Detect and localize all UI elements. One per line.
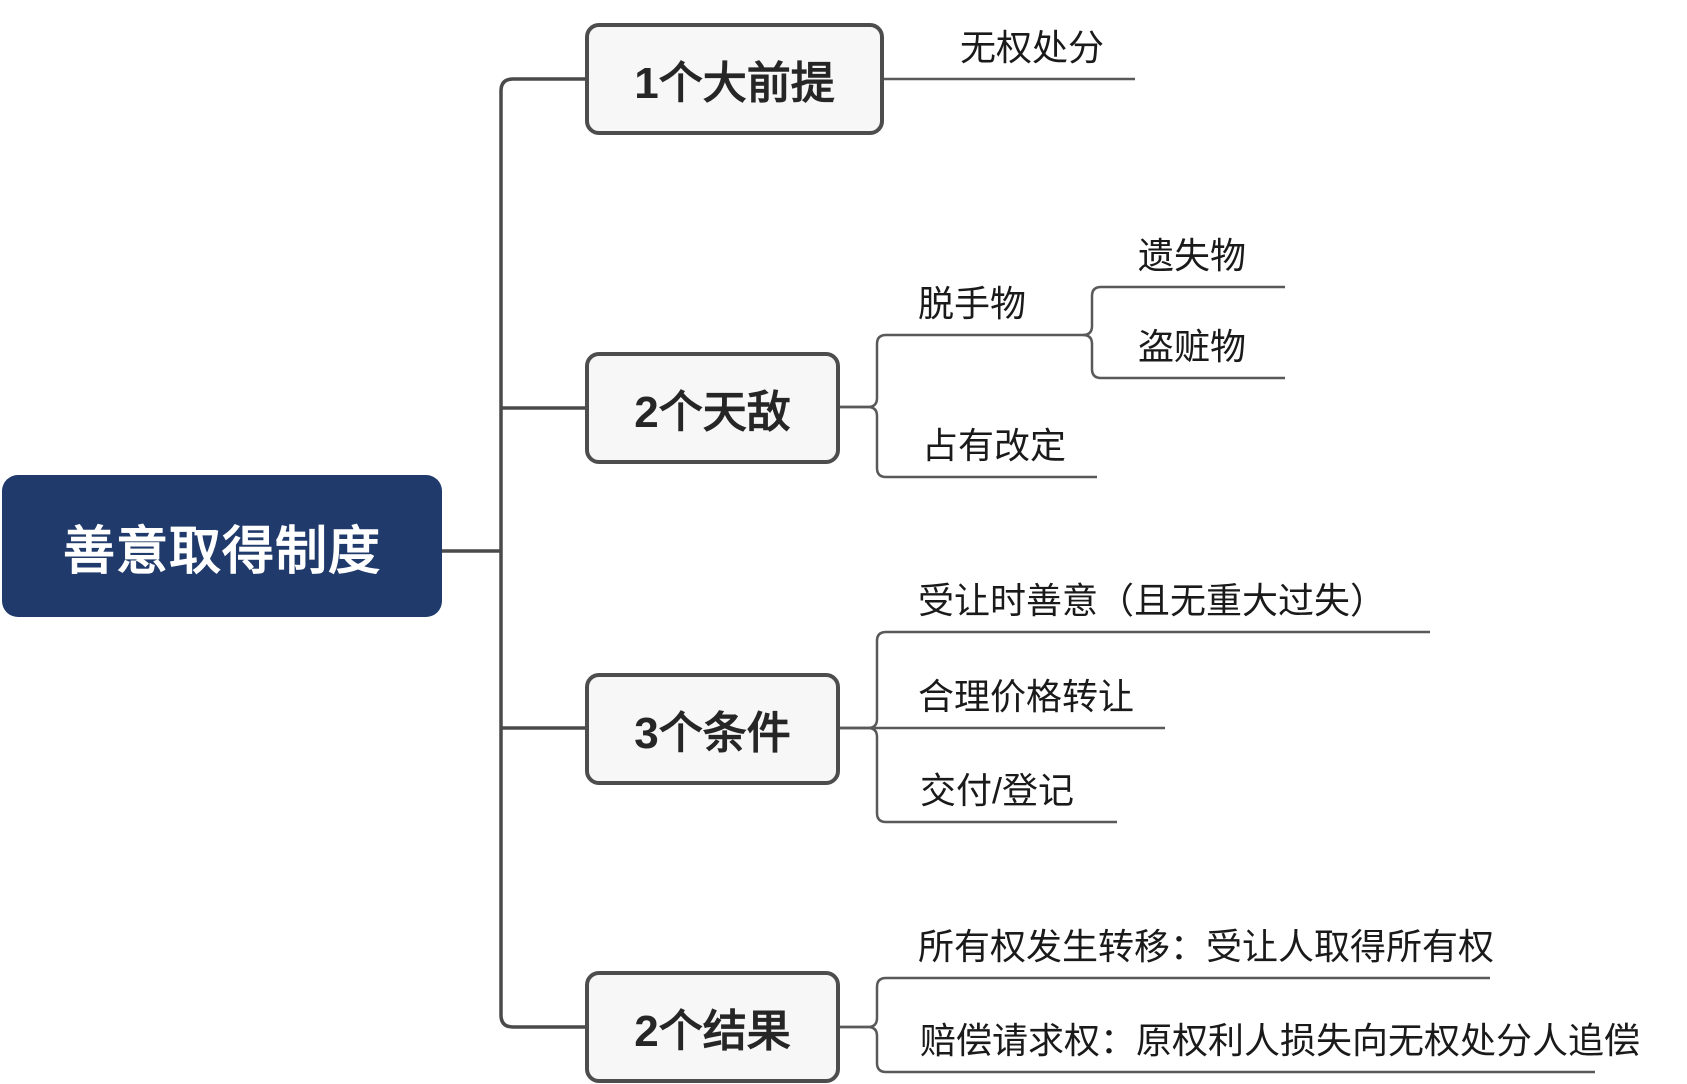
branch-results-box[interactable]: 2个结果: [585, 971, 840, 1083]
leaf-out-of-hand[interactable]: 脱手物: [918, 283, 1027, 324]
leaf-possession-modification[interactable]: 占有改定: [922, 425, 1067, 466]
connector-leaf-stolen-goods: [1082, 333, 1285, 380]
connector-trunk: [499, 77, 585, 1029]
root-node[interactable]: 善意取得制度: [2, 475, 442, 617]
connector-leaf-delivery-registration: [840, 726, 1117, 824]
leaf-lost-property[interactable]: 遗失物: [1138, 235, 1247, 276]
branch-conditions-box[interactable]: 3个条件: [585, 673, 840, 785]
leaf-stolen-goods[interactable]: 盗赃物: [1138, 326, 1247, 367]
leaf-good-faith[interactable]: 受让时善意（且无重大过失）: [918, 580, 1387, 621]
leaf-reasonable-price[interactable]: 合理价格转让: [918, 676, 1135, 717]
leaf-unauthorized-disposal[interactable]: 无权处分: [960, 27, 1105, 68]
leaf-delivery-registration[interactable]: 交付/登记: [920, 770, 1075, 811]
connector-leaf-out-of-hand: [840, 333, 1083, 409]
branch-enemies-box[interactable]: 2个天敌: [585, 352, 840, 464]
leaf-compensation-claim[interactable]: 赔偿请求权：原权利人损失向无权处分人追偿: [920, 1020, 1641, 1061]
branch-premise-box[interactable]: 1个大前提: [585, 23, 884, 135]
connector-leaf-compensation-claim: [840, 1025, 1595, 1074]
connector-leaf-lost-property: [1082, 285, 1285, 337]
connector-leaf-possession-modification: [840, 405, 1097, 479]
leaf-ownership-transfer[interactable]: 所有权发生转移：受让人取得所有权: [918, 926, 1495, 967]
